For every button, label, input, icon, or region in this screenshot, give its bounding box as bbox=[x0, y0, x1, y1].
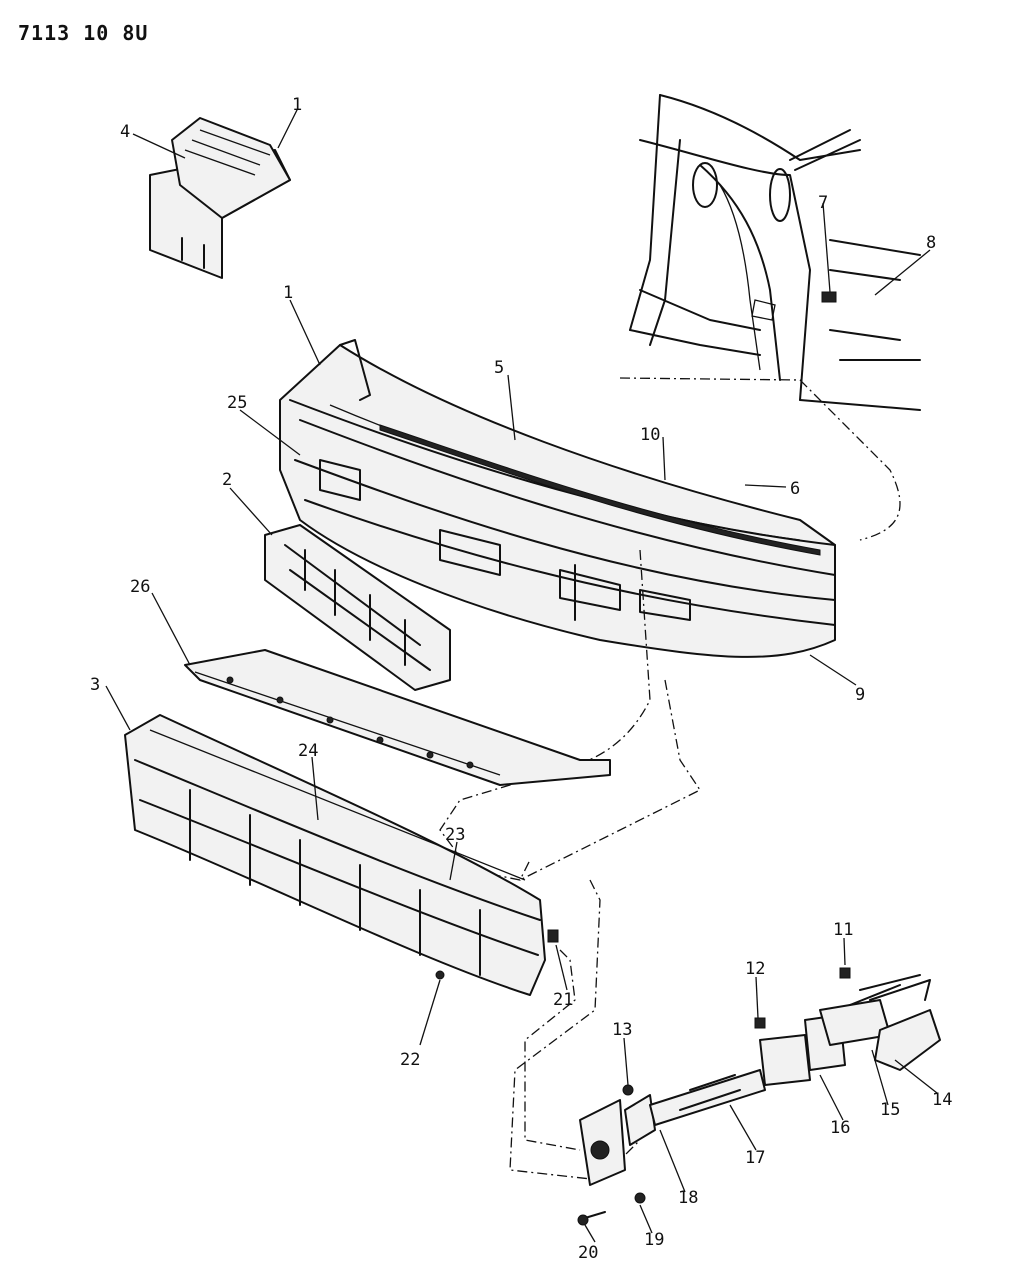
callout-1-fascia: 1 bbox=[283, 283, 293, 303]
callout-24: 24 bbox=[298, 741, 318, 761]
callout-20: 20 bbox=[578, 1243, 598, 1263]
callout-26: 26 bbox=[130, 577, 150, 597]
mounting-bracket-assembly bbox=[577, 967, 941, 1226]
support-strip bbox=[184, 649, 611, 786]
callout-12: 12 bbox=[745, 959, 765, 979]
bumper-fascia bbox=[279, 339, 836, 658]
callout-14: 14 bbox=[932, 1090, 952, 1110]
callout-19: 19 bbox=[644, 1230, 664, 1250]
callout-5: 5 bbox=[494, 358, 504, 378]
callout-16: 16 bbox=[830, 1118, 850, 1138]
vehicle-front-corner bbox=[629, 94, 921, 411]
grille-insert bbox=[264, 524, 451, 691]
callout-1-top: 1 bbox=[292, 95, 302, 115]
callout-9: 9 bbox=[855, 685, 865, 705]
callout-11: 11 bbox=[833, 920, 853, 940]
callout-2: 2 bbox=[222, 470, 232, 490]
callout-21: 21 bbox=[553, 990, 573, 1010]
callout-10: 10 bbox=[640, 425, 660, 445]
callout-4: 4 bbox=[120, 122, 130, 142]
callout-7: 7 bbox=[818, 193, 828, 213]
bumper-reinforcement bbox=[124, 714, 559, 996]
callouts: 1 4 1 5 25 10 6 7 8 2 26 9 3 24 23 21 22… bbox=[90, 95, 952, 1263]
callout-23: 23 bbox=[445, 825, 465, 845]
callout-8: 8 bbox=[926, 233, 936, 253]
part-cover-bracket bbox=[149, 117, 291, 279]
callout-22: 22 bbox=[400, 1050, 420, 1070]
callout-15: 15 bbox=[880, 1100, 900, 1120]
leader-lines bbox=[105, 107, 938, 1243]
drawing-code: 7113 10 8U bbox=[18, 21, 148, 45]
callout-6: 6 bbox=[790, 479, 800, 499]
callout-17: 17 bbox=[745, 1148, 765, 1168]
callout-13: 13 bbox=[612, 1020, 632, 1040]
callout-3: 3 bbox=[90, 675, 100, 695]
callout-25: 25 bbox=[227, 393, 247, 413]
callout-18: 18 bbox=[678, 1188, 698, 1208]
